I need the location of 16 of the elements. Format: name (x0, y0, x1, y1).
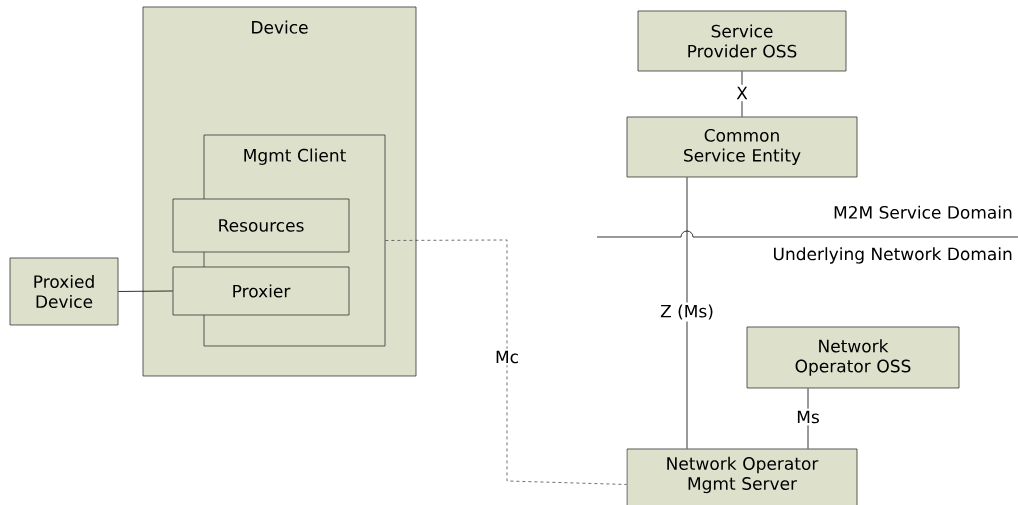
edge-label: Mc (493, 348, 521, 366)
entity-box: Service Provider OSS (637, 10, 847, 72)
server-box: Network Operator Mgmt Server (626, 448, 858, 505)
connector-line (118, 290, 173, 292)
component-box: Proxier (172, 266, 350, 316)
component-box: Resources (172, 198, 350, 253)
entity-box: Network Operator OSS (746, 326, 960, 389)
domain-label: M2M Service Domain (834, 205, 1012, 219)
edge-label: X (734, 84, 750, 102)
connector-line (686, 177, 688, 449)
entity-box: Common Service Entity (626, 116, 858, 178)
device-box: Proxied Device (9, 257, 119, 326)
edge-label: Ms (794, 408, 822, 426)
connector-line (385, 239, 627, 485)
edge-label: Z (Ms) (658, 302, 716, 322)
domain-label: Underlying Network Domain (774, 247, 1012, 264)
